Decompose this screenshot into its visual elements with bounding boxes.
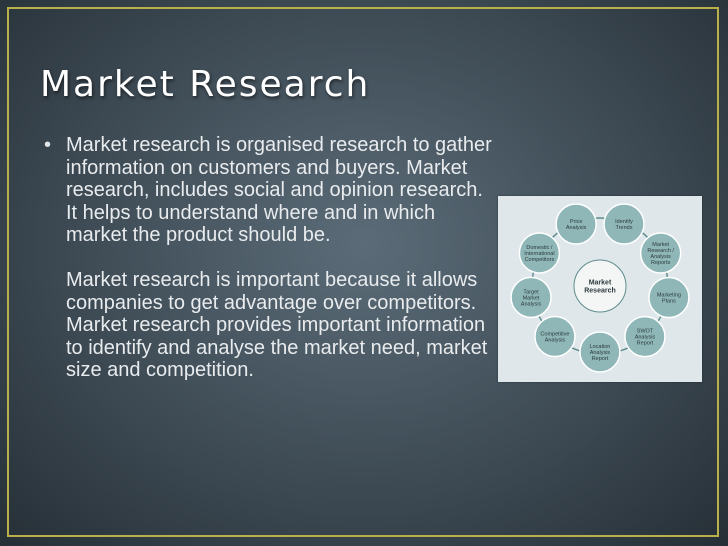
bullet-icon: • xyxy=(44,134,52,156)
diagram-node xyxy=(624,315,666,358)
bullet-text: Market research is organised research to… xyxy=(66,134,494,382)
diagram-node xyxy=(518,232,561,274)
diagram-center xyxy=(573,259,627,313)
paragraph-definition: Market research is organised research to… xyxy=(66,134,492,246)
slide-border xyxy=(7,7,719,537)
bullet-item: • Market research is organised research … xyxy=(44,134,494,382)
paragraph-importance: Market research is important because it … xyxy=(66,269,488,381)
slide-title: Market Research xyxy=(40,64,371,105)
diagram-node xyxy=(534,315,576,358)
diagram-node xyxy=(579,331,621,373)
diagram-node xyxy=(648,276,690,319)
diagram-node xyxy=(603,203,645,245)
diagram-node xyxy=(510,276,552,319)
diagram-node xyxy=(555,203,597,245)
diagram-node xyxy=(639,232,682,274)
slide-body: • Market research is organised research … xyxy=(44,134,494,382)
